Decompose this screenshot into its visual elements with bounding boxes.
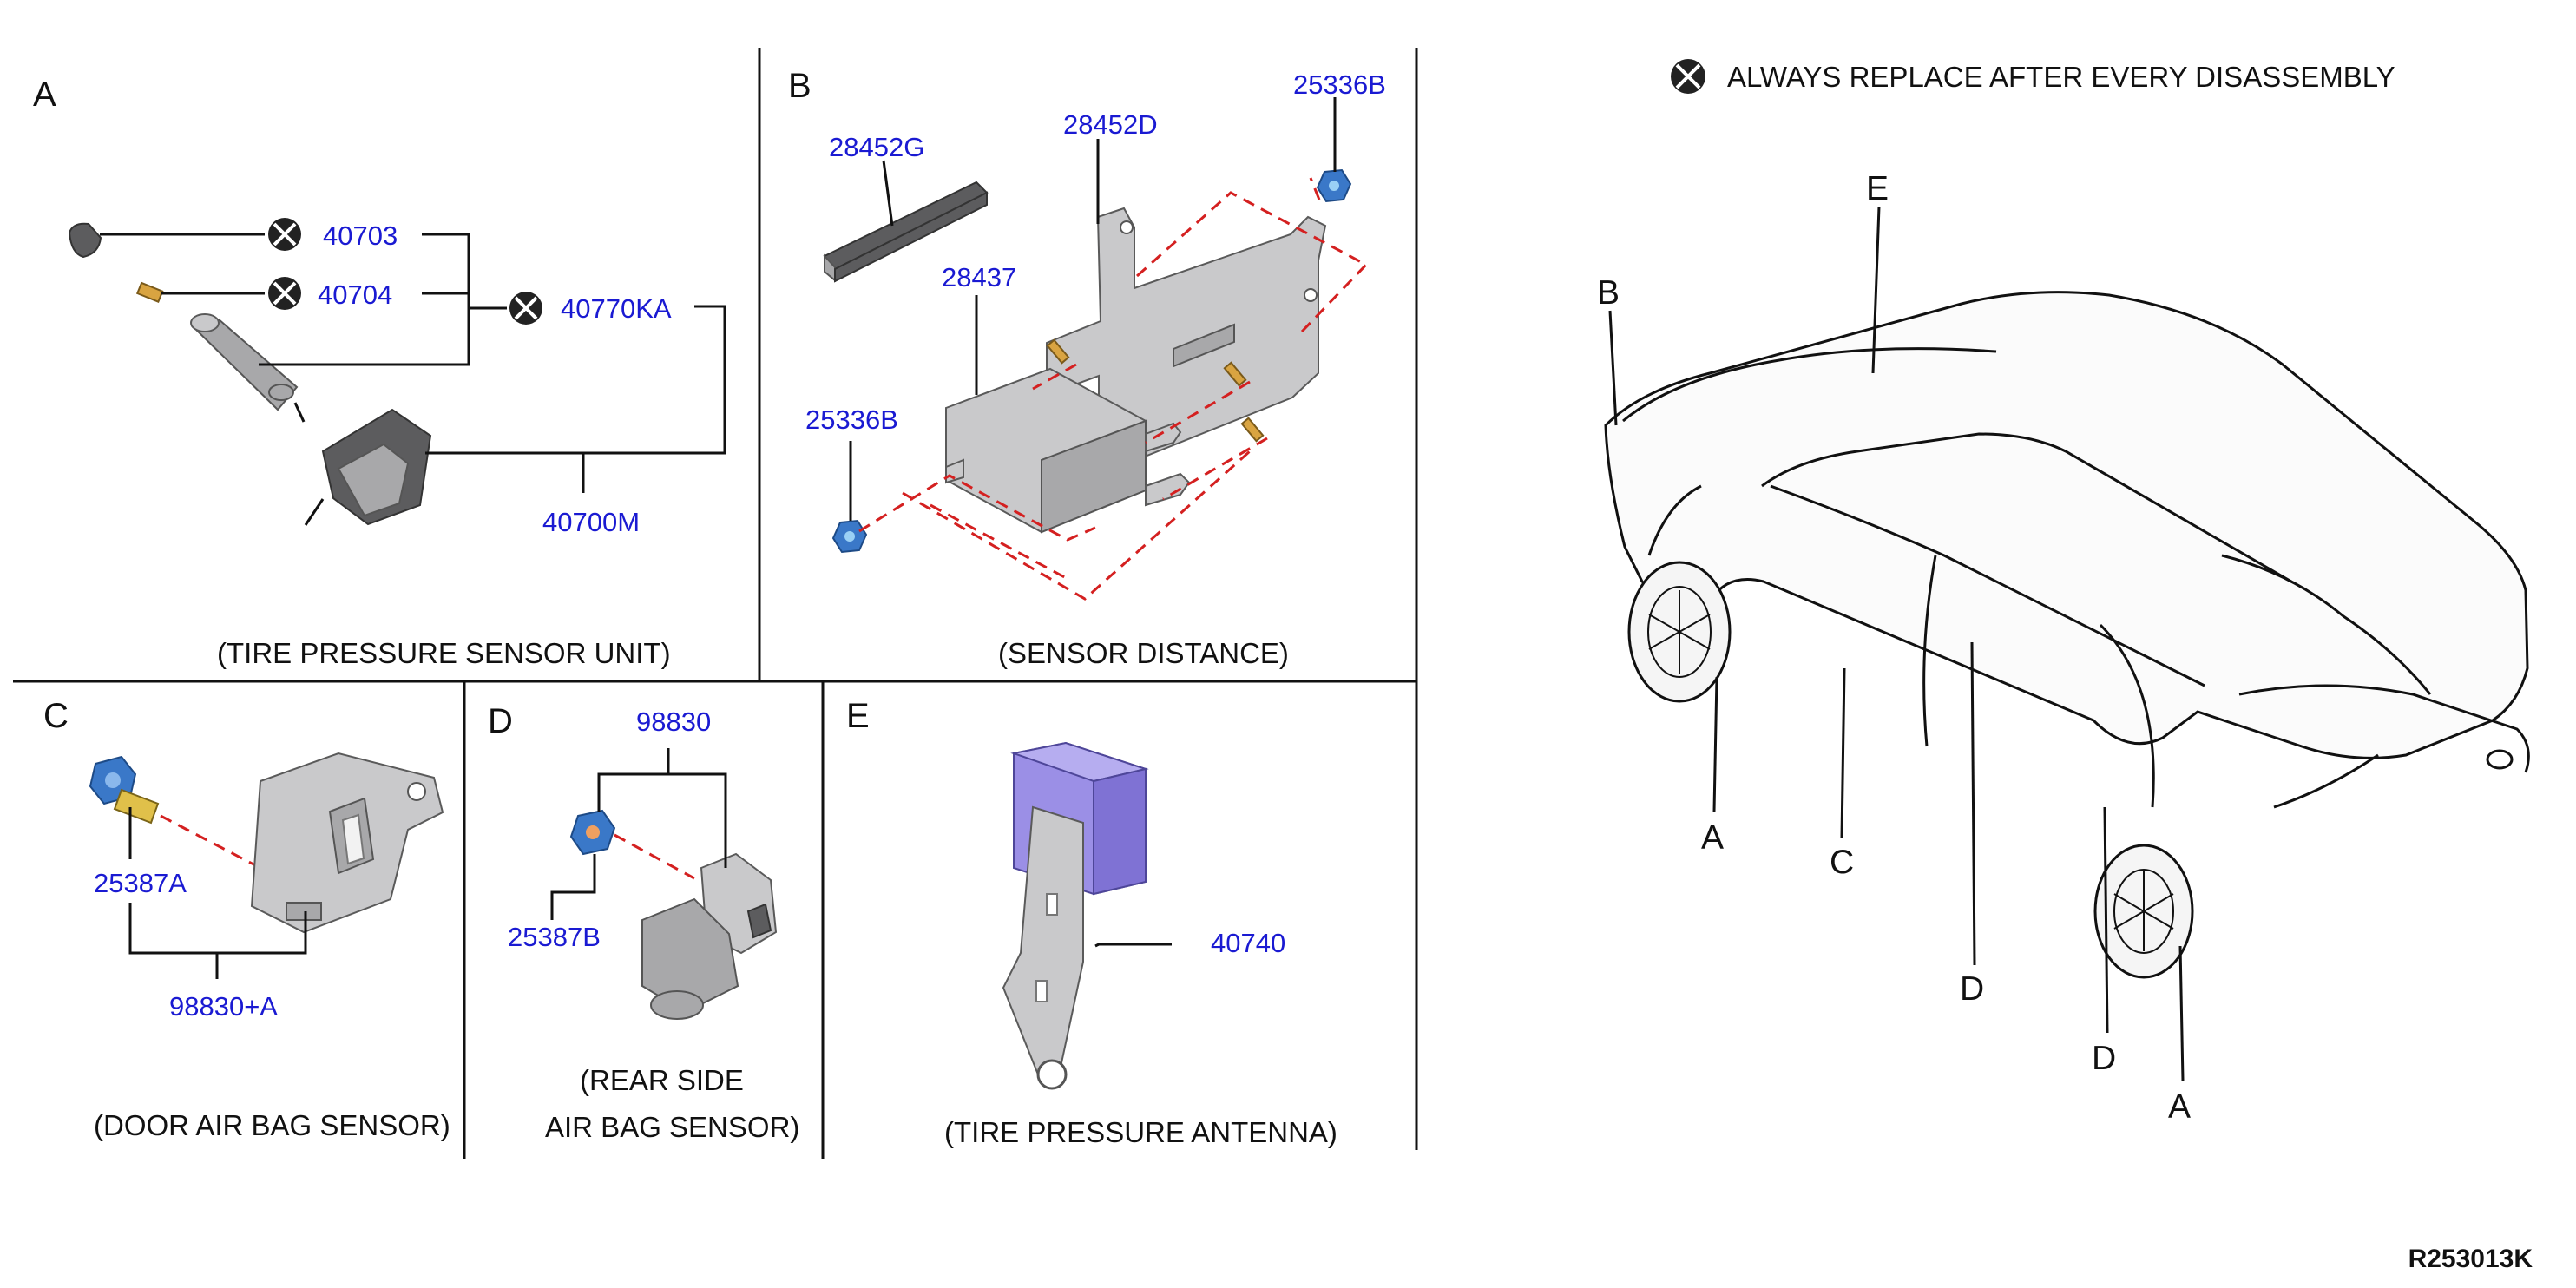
section-d-leaders (550, 748, 727, 920)
legend-text: ALWAYS REPLACE AFTER EVERY DISASSEMBLY (1727, 61, 2395, 93)
panel-frame (13, 48, 1418, 1159)
mounting-studs (1046, 338, 1265, 443)
door-air-bag-sensor-part (250, 752, 444, 934)
rear-side-air-bag-sensor-part (641, 852, 778, 1020)
vehicle-label-e: E (1866, 170, 1889, 207)
vehicle-label-a-rear: A (2168, 1088, 2191, 1126)
rear-wheel (2093, 844, 2194, 979)
valve-stem-part (190, 313, 306, 423)
mounting-bracket-part (1046, 207, 1327, 460)
valve-cap-part (68, 222, 102, 259)
x-circle-icon (1671, 59, 1705, 94)
part-number-28452g: 28452G (829, 132, 924, 162)
section-c-leaders (128, 807, 307, 979)
front-wheel (1627, 561, 1732, 703)
part-number-25336b-bottom: 25336B (805, 404, 898, 435)
vehicle-label-b: B (1597, 274, 1620, 312)
section-a: A (33, 76, 726, 669)
replace-marker-40704 (268, 277, 301, 310)
section-d: D 98830 25387B (REAR SIDE AIR BAG SENSOR… (488, 702, 799, 1143)
part-number-40700m: 40700M (542, 507, 640, 537)
vehicle-illustration: E B A C D D A (1597, 170, 2530, 1126)
vehicle-label-d-rear: D (2092, 1040, 2116, 1077)
part-number-40740: 40740 (1211, 928, 1285, 958)
part-number-40703: 40703 (323, 220, 398, 251)
sensor-module-part (945, 367, 1191, 534)
section-b-leaders (849, 97, 1337, 521)
nut-25336b-bottom (831, 519, 868, 554)
vehicle-label-c: C (1830, 844, 1854, 881)
diagram-code: R253013K (2408, 1245, 2533, 1273)
section-e-leader (1094, 943, 1172, 948)
nut-25336b-top (1316, 168, 1352, 203)
vehicle-label-a-front: A (1701, 819, 1724, 857)
section-c-caption: (DOOR AIR BAG SENSOR) (94, 1109, 450, 1141)
installation-guides (858, 177, 1369, 601)
section-c: C 25387A 98830+A (DOOR AIR BAG SENSOR) (43, 697, 450, 1141)
part-number-40704: 40704 (318, 279, 392, 310)
vehicle-leaders (1608, 206, 2185, 1081)
section-b: B (788, 67, 1386, 669)
part-number-28437: 28437 (942, 262, 1016, 292)
bolt-25387b (569, 809, 616, 856)
section-letter-b: B (788, 67, 812, 105)
valve-core-part (135, 281, 164, 304)
section-b-caption: (SENSOR DISTANCE) (998, 637, 1289, 669)
bolt-25387a (89, 755, 160, 825)
replace-marker-40703 (268, 218, 301, 251)
tire-pressure-antenna-part (1002, 741, 1149, 1090)
replace-marker-40770ka (509, 292, 542, 325)
tire-pressure-sensor-part (304, 408, 432, 526)
legend: ALWAYS REPLACE AFTER EVERY DISASSEMBLY (1671, 59, 2395, 94)
part-number-28452d: 28452D (1063, 109, 1158, 140)
section-e: E 40740 (TIRE PRESSURE ANTENNA) (846, 697, 1337, 1148)
section-e-caption: (TIRE PRESSURE ANTENNA) (944, 1116, 1337, 1148)
part-number-98830: 98830 (636, 706, 711, 737)
section-letter-c: C (43, 697, 69, 735)
part-number-25387b: 25387B (508, 922, 601, 952)
vehicle-label-d-front: D (1960, 970, 1984, 1008)
sensor-strip-part (823, 181, 989, 283)
section-letter-e: E (846, 697, 870, 735)
part-number-40770ka: 40770KA (561, 293, 672, 324)
section-letter-d: D (488, 702, 513, 740)
section-letter-a: A (33, 76, 56, 114)
section-d-caption-line1: (REAR SIDE (580, 1064, 744, 1096)
section-d-caption-line2: AIR BAG SENSOR) (545, 1111, 799, 1143)
section-a-caption: (TIRE PRESSURE SENSOR UNIT) (217, 637, 671, 669)
part-number-25336b-top: 25336B (1293, 69, 1386, 100)
part-number-98830-a: 98830+A (169, 991, 278, 1022)
part-number-25387a: 25387A (94, 868, 187, 898)
section-a-leaders (100, 233, 726, 493)
